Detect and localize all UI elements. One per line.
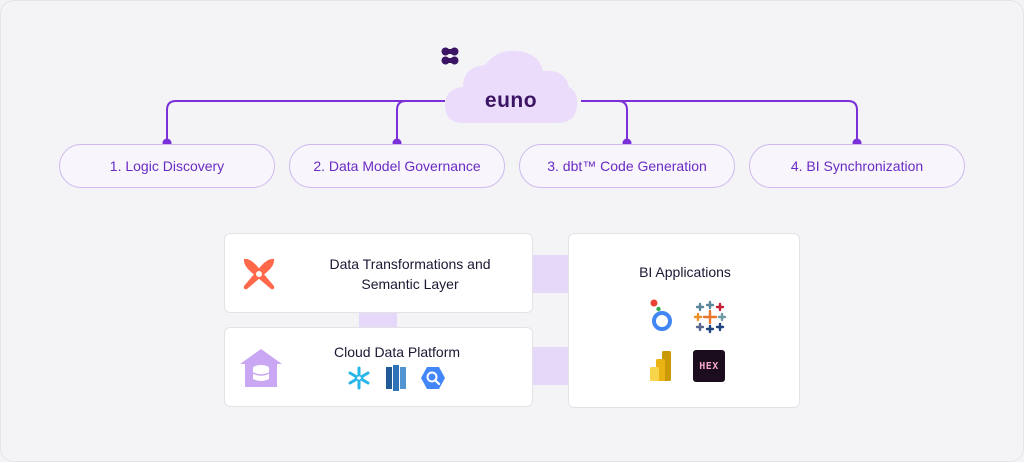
euno-logo-icon bbox=[441, 47, 459, 65]
step-bi-synchronization: 4. BI Synchronization bbox=[749, 144, 965, 188]
bridge-transform-to-platform bbox=[359, 312, 397, 328]
brand-name: euno bbox=[484, 89, 538, 112]
transformations-layer-box: Data Transformations and Semantic Layer bbox=[224, 233, 533, 313]
bigquery-icon bbox=[421, 367, 445, 389]
bi-applications-box: BI Applications HEX bbox=[568, 233, 800, 408]
connector-step-1 bbox=[166, 100, 445, 143]
connector-step-3 bbox=[581, 100, 628, 143]
power-bi-icon bbox=[650, 351, 671, 381]
tableau-icon bbox=[693, 300, 727, 334]
cloud-platform-box: Cloud Data Platform bbox=[224, 327, 533, 407]
redshift-icon bbox=[386, 365, 406, 391]
transformations-title-line2: Semantic Layer bbox=[361, 276, 459, 292]
bi-applications-title: BI Applications bbox=[639, 264, 731, 280]
connector-step-4 bbox=[581, 100, 858, 143]
cloud-platform-title: Cloud Data Platform bbox=[333, 344, 461, 360]
euno-cloud: euno bbox=[441, 47, 581, 125]
data-warehouse-icon bbox=[240, 349, 282, 387]
dbt-icon bbox=[243, 258, 275, 290]
bridge-transform-to-bi bbox=[532, 255, 569, 293]
looker-icon bbox=[650, 299, 672, 331]
transformations-title-line1: Data Transformations and bbox=[329, 256, 491, 272]
step-logic-discovery: 1. Logic Discovery bbox=[59, 144, 275, 188]
connector-step-2 bbox=[396, 100, 445, 143]
cloud-shape bbox=[445, 50, 578, 123]
hex-logo-text: HEX bbox=[699, 360, 719, 372]
bridge-platform-to-bi bbox=[532, 347, 569, 385]
step-dbt-code-generation: 3. dbt™ Code Generation bbox=[519, 144, 735, 188]
snowflake-icon bbox=[348, 366, 370, 390]
hex-icon: HEX bbox=[693, 350, 725, 382]
step-data-model-governance: 2. Data Model Governance bbox=[289, 144, 505, 188]
